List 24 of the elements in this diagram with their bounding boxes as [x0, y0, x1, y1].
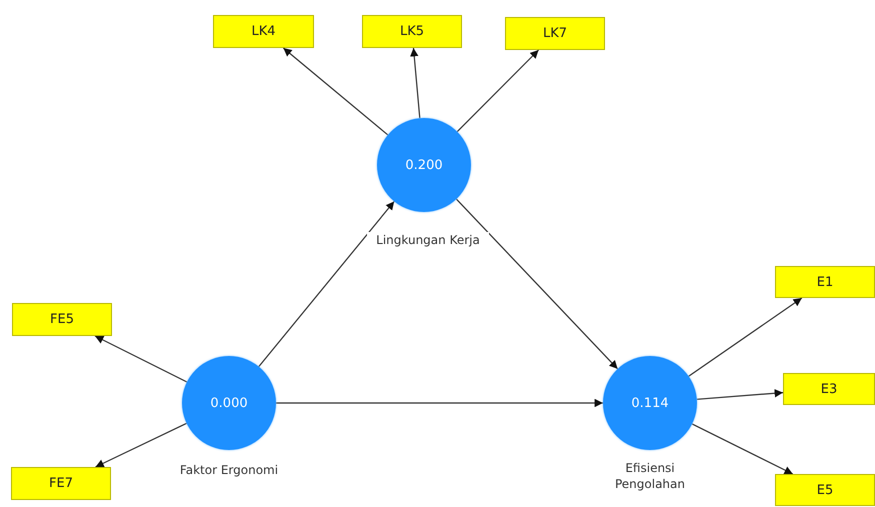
- arrow: [276, 398, 603, 408]
- indicator-box: LK5: [362, 15, 462, 48]
- r-squared-value: 0.000: [210, 396, 248, 410]
- arrow: [456, 198, 618, 370]
- arrow: [282, 48, 388, 136]
- arrow: [410, 48, 420, 118]
- arrow: [688, 298, 802, 377]
- arrow: [94, 335, 188, 383]
- indicator-box: E1: [775, 266, 875, 298]
- indicator-box: E3: [783, 373, 875, 405]
- arrow: [696, 389, 784, 400]
- indicator-box: E5: [775, 474, 875, 506]
- construct-name: Lingkungan Kerja: [367, 232, 489, 248]
- arrow: [456, 50, 539, 132]
- arrow: [95, 422, 187, 468]
- indicator-box: FE7: [11, 467, 111, 500]
- construct-circle: [377, 118, 471, 212]
- indicator-box: LK7: [505, 17, 605, 50]
- arrow: [258, 200, 395, 368]
- indicator-box: FE5: [12, 303, 112, 336]
- arrow: [692, 423, 794, 475]
- r-squared-value: 0.114: [631, 396, 669, 410]
- indicator-box: LK4: [213, 15, 314, 48]
- r-squared-value: 0.200: [405, 158, 443, 172]
